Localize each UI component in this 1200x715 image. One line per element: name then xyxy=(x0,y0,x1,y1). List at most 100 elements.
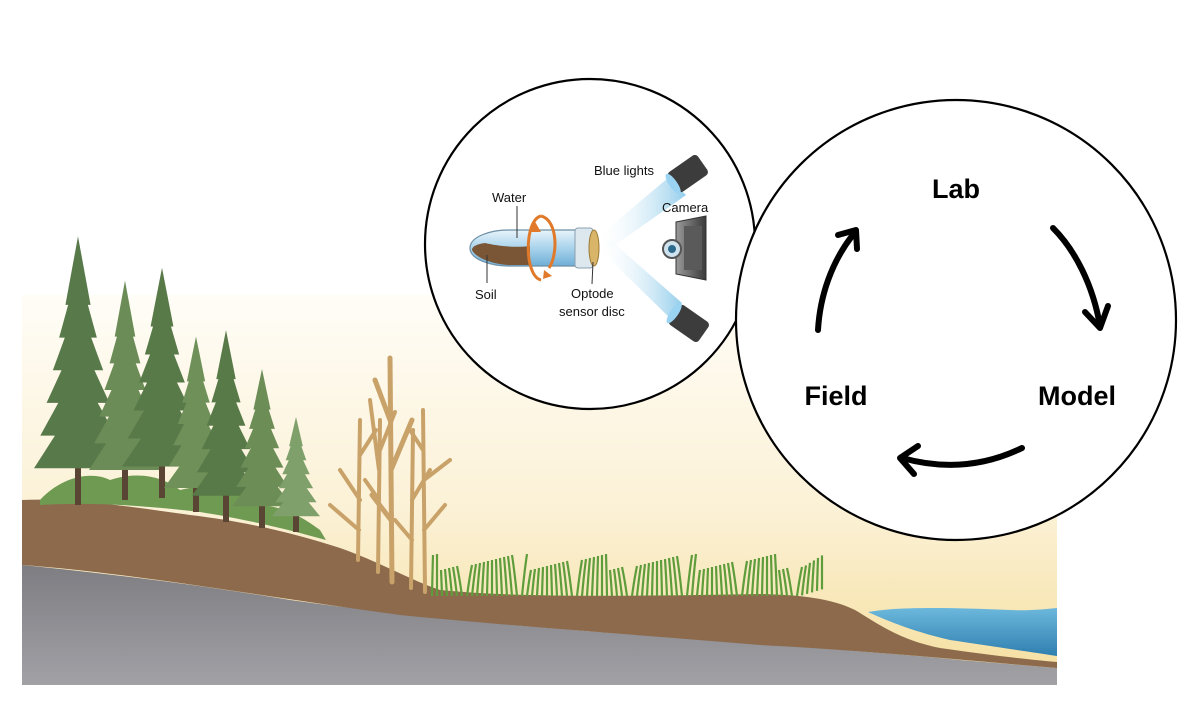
grass-blade xyxy=(760,556,765,597)
grass-blade xyxy=(745,559,753,597)
grass-blade xyxy=(535,567,541,597)
water-body xyxy=(868,608,1057,656)
optode-sensor-disc xyxy=(588,229,600,267)
grass-blade xyxy=(561,561,569,597)
lower-blue-light xyxy=(666,303,709,343)
grass-blade xyxy=(769,554,774,597)
optode-label-line2: sensor disc xyxy=(559,304,625,319)
cycle-label-field: Field xyxy=(804,381,867,411)
grass-blade xyxy=(781,568,789,597)
grass-blade xyxy=(451,566,459,597)
cycle-label-model: Model xyxy=(1038,381,1116,411)
grass-blade xyxy=(714,565,719,597)
grass-blade xyxy=(475,562,482,597)
grass-blade xyxy=(585,557,592,597)
grass-blade xyxy=(608,569,614,597)
conifer-tree xyxy=(232,368,292,528)
cycle-label-lab: Lab xyxy=(932,174,980,204)
grass-blade xyxy=(690,553,698,597)
grass-blade xyxy=(620,566,629,597)
grass-blade xyxy=(485,560,490,597)
dead-trees xyxy=(328,355,452,594)
grass-blade xyxy=(520,553,529,597)
grass-blade xyxy=(470,563,478,597)
grass-blade xyxy=(635,564,643,597)
blue-lights-label: Blue lights xyxy=(594,163,654,178)
grass-blade xyxy=(557,562,564,597)
conifer-trees xyxy=(34,236,320,532)
optode-leader xyxy=(591,261,594,285)
grass-blade xyxy=(785,567,794,597)
grass-blade xyxy=(650,561,655,597)
grass-blade xyxy=(722,563,729,597)
grass-blade xyxy=(795,566,804,597)
grass-blade xyxy=(565,560,574,597)
arrow-model-to-field xyxy=(899,445,1025,468)
camera xyxy=(662,215,707,281)
grass-blade xyxy=(773,553,779,597)
grass-blade xyxy=(498,557,504,597)
grass-blade xyxy=(659,559,664,597)
grass-blade xyxy=(705,567,710,597)
upper-light-beam xyxy=(600,178,686,250)
grass-blade xyxy=(575,559,584,597)
upper-blue-light xyxy=(665,154,708,194)
grass-blade xyxy=(604,553,609,597)
soil-label: Soil xyxy=(475,287,497,302)
grass-blade xyxy=(718,564,724,597)
grass-blade xyxy=(595,555,600,597)
conifer-tree xyxy=(34,236,122,505)
shrub-layer xyxy=(40,475,326,540)
grass-blade xyxy=(630,565,639,597)
grass-blade xyxy=(580,558,588,597)
grass-blade xyxy=(700,568,706,597)
grass-blade xyxy=(616,567,624,597)
grass-blade xyxy=(805,562,812,594)
conifer-tree xyxy=(272,416,320,532)
grass-blade xyxy=(671,556,679,597)
grass-blade xyxy=(494,558,499,597)
camera-label: Camera xyxy=(662,200,709,215)
grass-blade xyxy=(540,566,545,597)
grass-blade xyxy=(740,560,749,597)
grass-blade xyxy=(530,568,537,597)
lab-model-field-cycle: Lab Model Field xyxy=(734,98,1178,542)
arrowhead-model xyxy=(1082,303,1111,331)
sample-tube xyxy=(469,227,600,269)
grass-blade xyxy=(443,568,449,597)
grass-blade xyxy=(465,564,474,597)
lab-setup-inset: Water Soil Blue lights Camera Optode sen… xyxy=(423,77,757,411)
bedrock-layer xyxy=(22,565,1057,685)
grass-blade xyxy=(730,561,739,597)
grass-blade xyxy=(667,557,674,597)
arrowhead-lab xyxy=(835,227,860,252)
grass-blade xyxy=(506,555,514,597)
grass-blade xyxy=(480,561,486,597)
grass-blade xyxy=(777,569,784,597)
water-label: Water xyxy=(492,190,527,205)
arrow-lab-to-model xyxy=(1050,225,1103,329)
grass-blade xyxy=(640,563,647,597)
lower-light-beam xyxy=(600,238,682,318)
grass-blade xyxy=(800,565,808,596)
grass-blade xyxy=(525,569,533,597)
grass-blade xyxy=(510,554,519,597)
grass-blade xyxy=(439,569,444,597)
grass-blade xyxy=(549,564,554,597)
arrow-field-to-lab xyxy=(815,233,855,333)
grass-blade xyxy=(447,567,454,597)
grass-blade xyxy=(675,555,684,597)
grass-blade xyxy=(755,557,761,597)
grass-blade xyxy=(685,554,694,597)
cycle-circle xyxy=(734,98,1178,542)
grass-blade xyxy=(726,562,734,597)
grass xyxy=(430,553,824,597)
grass-blade xyxy=(815,557,820,591)
grass-blade xyxy=(430,554,435,597)
grass-blade xyxy=(810,560,816,593)
grass-blade xyxy=(695,569,702,597)
rotation-arrow xyxy=(526,214,557,282)
arrowhead-field xyxy=(897,443,921,477)
grass-blade xyxy=(553,563,559,597)
